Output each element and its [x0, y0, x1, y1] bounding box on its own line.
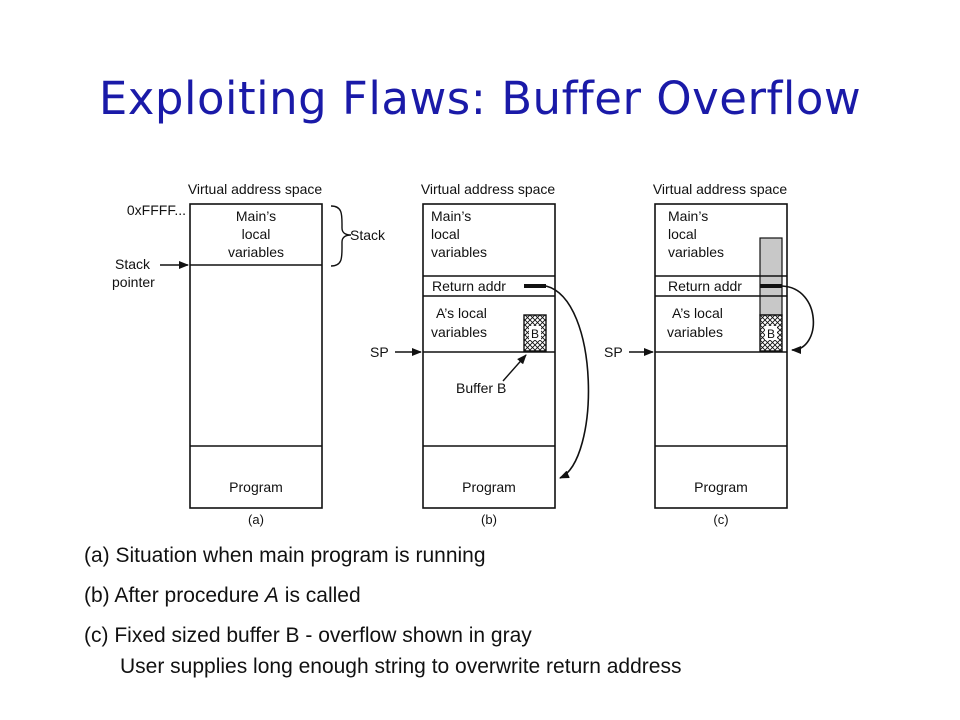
- slide-title: Exploiting Flaws: Buffer Overflow: [98, 72, 862, 125]
- panel-a-program-label: Program: [229, 479, 283, 495]
- panel-a-main-vars-line3: variables: [228, 244, 284, 260]
- panel-c-a-vars-line2: variables: [667, 324, 723, 340]
- panel-c-return-addr-marker: [760, 284, 782, 288]
- panel-c-main-vars-line1: Main’s: [668, 208, 708, 224]
- panel-b-buffer-label: Buffer B: [456, 380, 506, 396]
- panel-a-stack-pointer-line1: Stack: [115, 256, 151, 272]
- panel-b-return-addr-marker: [524, 284, 546, 288]
- panel-b-buffer-mark: B: [531, 327, 539, 341]
- panel-b-main-vars-line1: Main’s: [431, 208, 471, 224]
- panel-c-buffer-mark: B: [767, 327, 775, 341]
- panel-c-return-jump-arrow: [781, 285, 815, 354]
- panel-c: Virtual address space Main’s local varia…: [604, 181, 815, 527]
- caption-b-suffix: is called: [278, 584, 361, 607]
- caption-c: (c) Fixed sized buffer B - overflow show…: [84, 624, 532, 647]
- panel-c-program-label: Program: [694, 479, 748, 495]
- panel-c-main-vars-line2: local: [668, 226, 697, 242]
- panel-a-address-space-box: [189, 203, 323, 509]
- caption-c-detail: User supplies long enough string to over…: [120, 655, 682, 678]
- panel-a-main-vars-line2: local: [242, 226, 271, 242]
- panel-c-caption-letter: (c): [713, 512, 728, 527]
- caption-b: (b) After procedure A is called: [84, 584, 361, 608]
- caption-a: (a) Situation when main program is runni…: [84, 544, 486, 567]
- panel-b-sp-label: SP: [370, 344, 389, 360]
- panel-a-stack-brace: [330, 205, 352, 267]
- panel-b-address-space-box: [422, 203, 556, 509]
- panel-c-a-vars-line1: A’s local: [672, 305, 723, 321]
- panel-b-program-label: Program: [462, 479, 516, 495]
- panel-b-return-addr: Return addr: [432, 278, 506, 294]
- panel-a-top-address: 0xFFFF...: [127, 202, 186, 218]
- panel-a: Virtual address space 0xFFFF... Main’s l…: [112, 181, 386, 527]
- panel-a-stack-label: Stack: [350, 227, 386, 243]
- panel-c-return-addr: Return addr: [668, 278, 742, 294]
- panel-b-buffer-label-bg: [529, 326, 541, 340]
- panel-b-caption-letter: (b): [481, 512, 497, 527]
- panel-c-header: Virtual address space: [653, 181, 788, 197]
- caption-b-prefix: (b) After procedure: [84, 584, 265, 607]
- caption-b-procedure-name: A: [264, 584, 279, 607]
- panel-a-caption-letter: (a): [248, 512, 264, 527]
- panel-c-buffer-label-bg: [765, 326, 777, 340]
- panel-b-a-vars-line2: variables: [431, 324, 487, 340]
- panel-c-main-vars-line3: variables: [668, 244, 724, 260]
- panel-a-main-vars-line1: Main’s: [236, 208, 276, 224]
- panel-b-main-vars-line2: local: [431, 226, 460, 242]
- panel-a-header: Virtual address space: [188, 181, 323, 197]
- panel-b-main-vars-line3: variables: [431, 244, 487, 260]
- panel-b-buffer-pointer-arrow: [502, 354, 527, 382]
- panel-b-header: Virtual address space: [421, 181, 556, 197]
- panel-b-a-vars-line1: A’s local: [436, 305, 487, 321]
- panel-b-return-jump-arrow: [545, 285, 590, 479]
- panel-a-stack-pointer-line2: pointer: [112, 274, 155, 290]
- panel-c-sp-label: SP: [604, 344, 623, 360]
- panel-b: Virtual address space Main’s local varia…: [370, 181, 590, 527]
